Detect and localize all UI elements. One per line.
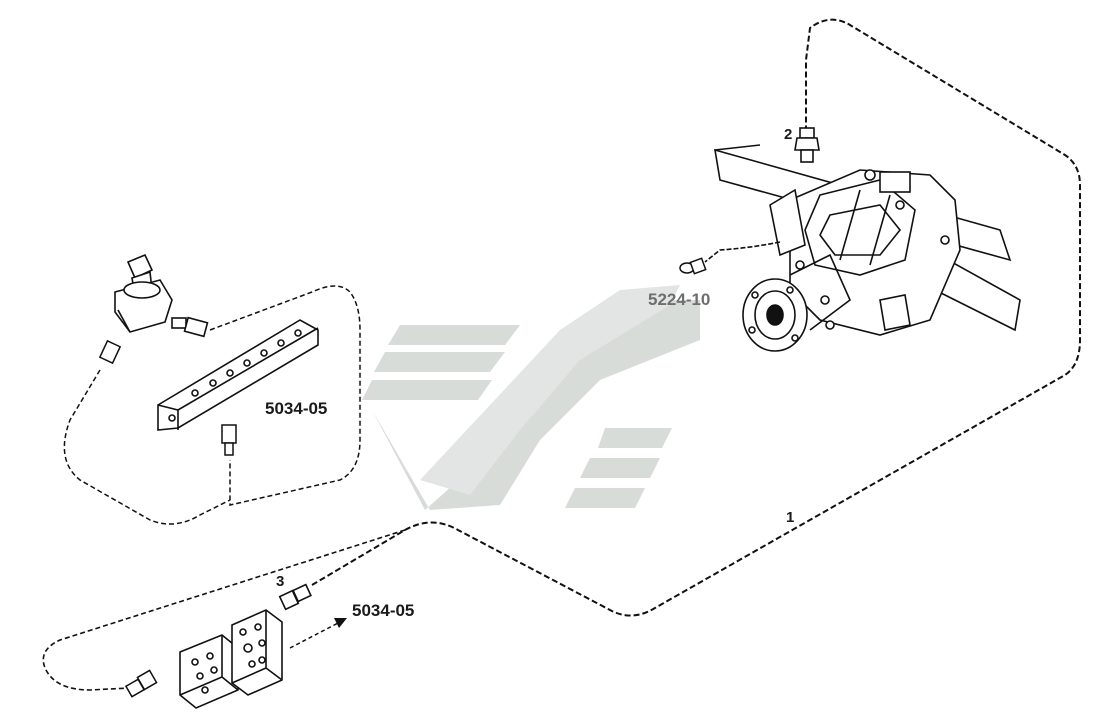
block-outlet-fitting	[221, 424, 237, 456]
label-ref-upper: 5034-05	[265, 399, 327, 418]
axle-assembly	[704, 144, 1021, 352]
fitting-2	[794, 127, 820, 163]
label-ref-axle: 5224-10	[648, 290, 710, 309]
arrow-head	[334, 618, 347, 628]
flange-plate-rear	[231, 609, 283, 696]
label-ref-lower: 5034-05	[352, 601, 414, 620]
brake-pipe-left-loop	[63, 369, 231, 525]
brake-pipe-upper-loop	[209, 285, 361, 506]
axle-connector	[679, 257, 707, 275]
lower-connector	[124, 669, 158, 698]
brake-pipe-lower	[42, 529, 406, 691]
label-pipe-1: 1	[786, 509, 794, 526]
label-fitting-2: 2	[784, 126, 792, 143]
watermark-logo	[362, 285, 700, 510]
distribution-block	[157, 319, 319, 431]
reference-arrow	[289, 621, 341, 649]
fitting-3	[278, 583, 312, 611]
brake-pipe-1	[311, 18, 1081, 617]
label-fitting-3: 3	[276, 573, 284, 590]
hand-brake-valve	[114, 253, 209, 338]
flange-plate-front	[179, 634, 239, 709]
fitting-upper-left	[98, 339, 122, 365]
